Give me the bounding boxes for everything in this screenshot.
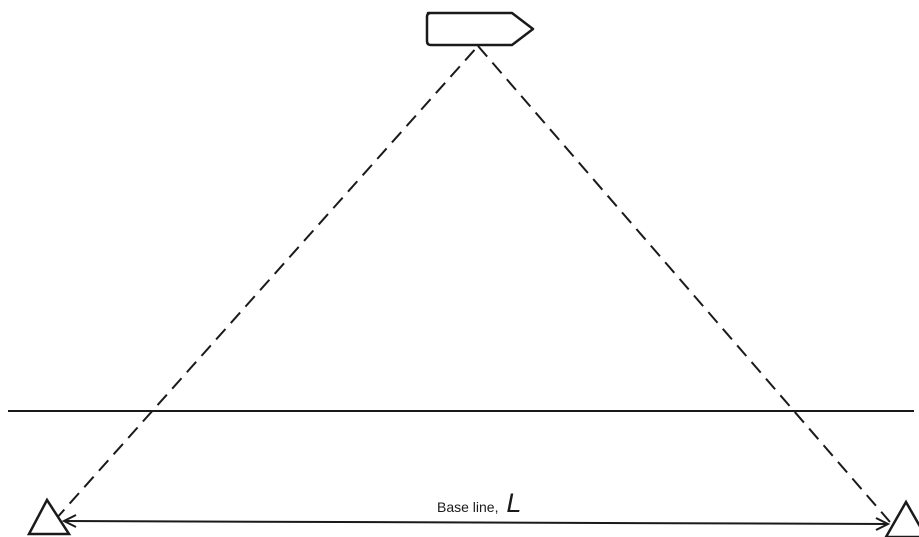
base-line-label: Base line, L <box>437 488 521 518</box>
triangle-station-icon <box>26 497 72 536</box>
base-line-symbol: L <box>506 488 521 518</box>
sight-line-right <box>477 45 891 523</box>
boat-icon <box>425 11 535 47</box>
base-line-right-arrowhead <box>875 517 891 531</box>
base-line <box>63 520 889 525</box>
triangle-station-icon <box>884 499 919 537</box>
base-line-left-arrowhead <box>61 514 77 528</box>
sight-line-left <box>54 45 479 521</box>
